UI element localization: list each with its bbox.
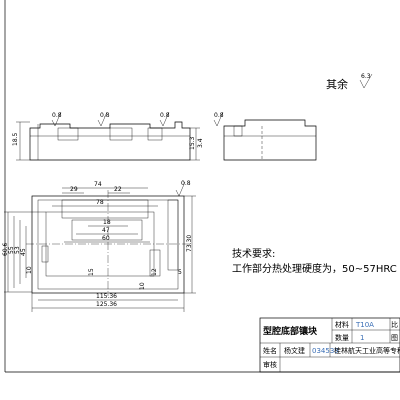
plan-view-top-recess [61, 199, 149, 219]
dim-label: 115.36 [96, 293, 117, 300]
material-value: T10A [355, 321, 374, 329]
finish-mark-value: 0.8 [52, 112, 62, 119]
dim-label: 74 [94, 181, 102, 188]
dim-label: 45 [20, 248, 27, 256]
dim-label: 10 [26, 266, 33, 274]
dim-label: 47 [102, 227, 110, 234]
plan-view-center-pocket [71, 219, 143, 241]
finish-mark-value: 0.8 [100, 112, 110, 119]
top-view-pocket-1 [57, 127, 79, 141]
plan-view-small-slot [41, 245, 49, 263]
finish-mark-icon [97, 111, 108, 127]
side-view-slot [233, 125, 243, 137]
finish-mark-icon [51, 111, 62, 127]
title-block-frame [259, 317, 400, 373]
dim-label: 3.4 [197, 138, 204, 148]
student-id: 034539 [312, 347, 339, 355]
roughness-prefix: 其余 [326, 77, 348, 91]
school-name: 桂林航天工业高等专科 [334, 346, 400, 355]
qty-value: 1 [360, 334, 364, 342]
dim-label: 5 [178, 269, 182, 276]
dim-label: 18.5 [12, 132, 19, 146]
dim-label: 60 [102, 235, 110, 242]
dim-label: 73.30 [186, 235, 193, 252]
material-label: 材料 [335, 320, 349, 329]
top-view-pocket-2 [109, 127, 133, 141]
side-view: 0.8 [213, 111, 317, 161]
plan-view-side-rib [167, 199, 179, 271]
plan-view-side-slot [149, 249, 161, 277]
title-block: 型腔底部镶块 材料 T10A 比 数量 1 图 姓名 杨文建 034539 桂林… [259, 317, 400, 373]
plan-view: 0.8 74 29 22 78 18 47 60 15 12 10 5 115.… [2, 180, 196, 312]
dim-label: 10 [139, 282, 146, 290]
finish-mark-value: 0.8 [160, 112, 170, 119]
finish-mark-icon [175, 181, 186, 197]
dim-label: 55 [8, 246, 15, 254]
designer-value: 杨文建 [284, 346, 305, 355]
dim-label: 60.6 [2, 242, 9, 256]
finish-mark-value: 0.8 [181, 180, 191, 187]
finish-mark-value: 0.8 [214, 112, 224, 119]
tech-req-line-1: 工作部分热处理硬度为，50~57HRC [232, 262, 397, 275]
checker-label: 审核 [263, 360, 277, 369]
part-name: 型腔底部镶块 [263, 325, 318, 337]
top-view: 0.8 0.8 0.8 18.5 15.3 3.4 [12, 111, 204, 161]
dim-label: 12 [151, 268, 158, 276]
ratio-label: 比 [391, 320, 398, 329]
tech-req-title: 技术要求: [232, 247, 275, 260]
designer-label: 姓名 [263, 346, 277, 355]
dim-label: 22 [114, 186, 122, 193]
dim-label: 125.36 [96, 301, 117, 308]
top-view-pocket-3 [147, 127, 163, 141]
roughness-value: 6.3 [361, 73, 371, 80]
finish-mark-icon [213, 111, 224, 127]
roughness-symbol-icon [359, 73, 373, 89]
technical-requirements: 技术要求: 工作部分热处理硬度为，50~57HRC [232, 247, 397, 275]
drawing-label: 图 [391, 334, 398, 342]
dim-label: 18 [103, 219, 111, 226]
top-view-outline [29, 121, 191, 161]
dim-label: 29 [70, 186, 78, 193]
finish-mark-icon [159, 111, 170, 127]
dim-label: 78 [96, 199, 104, 206]
dim-label: 53 [14, 246, 21, 254]
dim-label: 15 [88, 268, 95, 276]
qty-label: 数量 [335, 333, 349, 342]
side-view-outline [223, 119, 317, 161]
roughness-note: 其余 6.3 [326, 73, 373, 91]
dim-label: 15.3 [189, 136, 196, 150]
